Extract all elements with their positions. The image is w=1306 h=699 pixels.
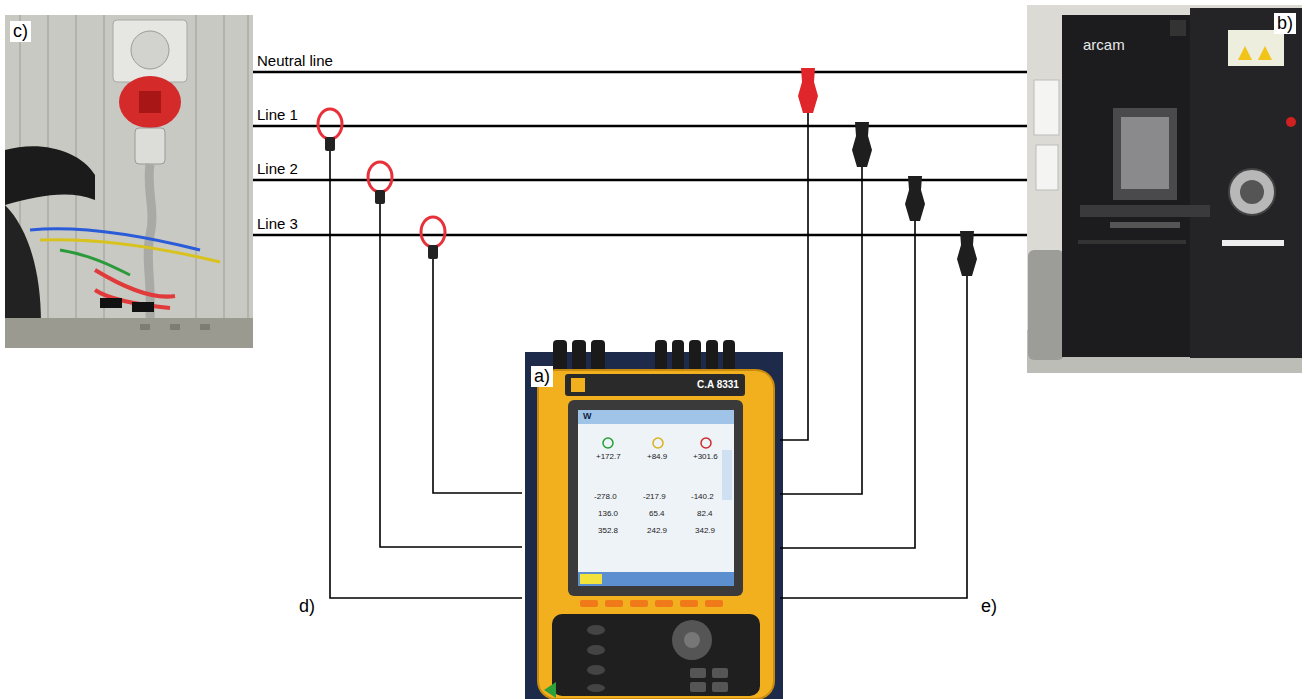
panel-letter: b) — [1274, 13, 1296, 34]
screen-value: +84.9 — [647, 452, 667, 461]
screen-value: +301.6 — [693, 452, 718, 461]
callout-letter: e) — [981, 596, 997, 617]
screen-value: 352.8 — [598, 526, 618, 535]
power-line — [253, 234, 1027, 237]
panel-letter: c) — [10, 21, 31, 42]
screen-value: 242.9 — [647, 526, 667, 535]
screen-value: -217.9 — [643, 492, 666, 501]
line-label: Line 1 — [255, 106, 300, 123]
power-line — [253, 125, 1027, 128]
screen-value: 136.0 — [598, 509, 618, 518]
line-label: Neutral line — [255, 52, 335, 69]
device-model: C.A 8331 — [697, 379, 739, 391]
screen-value: 342.9 — [695, 526, 715, 535]
power-line — [253, 71, 1027, 74]
current-clamp — [318, 109, 445, 259]
line-label: Line 3 — [255, 215, 300, 232]
socket-photo — [5, 15, 253, 348]
measurement-wire — [330, 113, 967, 598]
voltage-clip — [798, 68, 977, 276]
photo-panel: a) — [525, 352, 783, 699]
screen-value: -278.0 — [594, 492, 617, 501]
machine-photo — [1027, 5, 1302, 373]
screen-mode: W — [583, 411, 592, 421]
panel-letter: a) — [531, 366, 553, 387]
brand-logo: arcam — [1083, 36, 1125, 53]
photo-panel: c) — [5, 15, 253, 348]
screen-value: 82.4 — [697, 509, 713, 518]
screen-value: 65.4 — [649, 509, 665, 518]
screen-value: +172.7 — [596, 452, 621, 461]
callout-letter: d) — [299, 596, 315, 617]
screen-value: -140.2 — [691, 492, 714, 501]
photo-panel: b) — [1027, 5, 1302, 373]
analyser-photo — [525, 340, 783, 699]
line-label: Line 2 — [255, 160, 300, 177]
